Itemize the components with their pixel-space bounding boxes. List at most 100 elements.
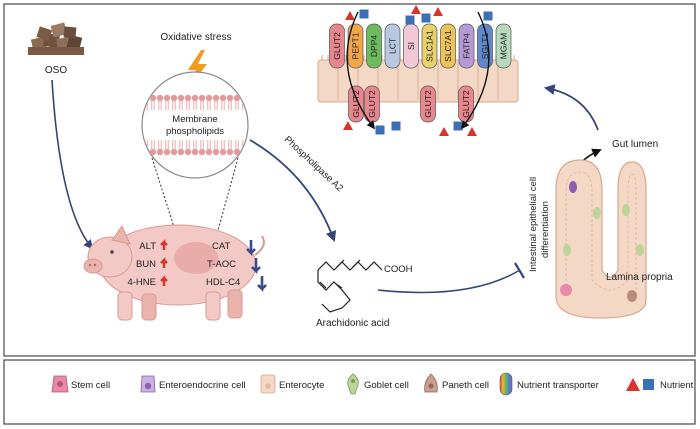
lipid-head bbox=[226, 148, 234, 156]
transporter-label: GLUT2 bbox=[332, 32, 342, 60]
oxidative-stress-label: Oxidative stress bbox=[160, 32, 231, 43]
lipid-head bbox=[240, 94, 248, 102]
paneth-cell-icon bbox=[424, 373, 438, 393]
pig-illustration bbox=[83, 224, 265, 321]
biomarker-up-1: BUN bbox=[136, 259, 156, 270]
nutrient-transporter-icon bbox=[499, 372, 513, 396]
nutrient-square bbox=[405, 15, 415, 25]
transporter-dpp4-2: DPP4 bbox=[366, 23, 382, 69]
lipid-head bbox=[163, 148, 171, 156]
phospholipase-label: Phospholipase A2 bbox=[282, 134, 345, 194]
lipid-head bbox=[177, 94, 185, 102]
legend-panel-frame bbox=[3, 359, 696, 425]
basolateral-transporter-2: GLUT2 bbox=[420, 85, 436, 123]
transporter-label: LCT bbox=[388, 38, 398, 54]
iec-label-line2: differentiation bbox=[540, 201, 551, 258]
lipid-head bbox=[233, 94, 241, 102]
transporter-label: PEPT1 bbox=[351, 32, 361, 59]
lipid-head bbox=[156, 148, 164, 156]
arachidonic-acid-structure bbox=[317, 259, 383, 313]
uptake-arrow-right bbox=[460, 11, 490, 130]
lipid-head bbox=[142, 148, 150, 156]
lipid-head bbox=[149, 94, 157, 102]
lipid-head bbox=[184, 148, 192, 156]
transporter-label: FATP4 bbox=[462, 33, 472, 59]
nutrient-square bbox=[483, 11, 493, 21]
lipid-head bbox=[191, 94, 199, 102]
lipid-head bbox=[205, 148, 213, 156]
transporter-mgam-9: MGAM bbox=[495, 23, 512, 69]
nutrient-square bbox=[375, 125, 385, 135]
villus-illustration bbox=[555, 159, 647, 319]
legend-paneth-cell: Paneth cell bbox=[442, 380, 489, 391]
lipid-head bbox=[170, 148, 178, 156]
nutrient-triangle bbox=[467, 127, 477, 136]
legend-enterocyte: Enterocyte bbox=[279, 380, 324, 391]
transporter-glut2-0: GLUT2 bbox=[329, 23, 345, 69]
up-arrow-icon bbox=[160, 239, 168, 286]
transporter-label: SLC7A1 bbox=[443, 30, 453, 62]
transporter-label: GLUT2 bbox=[351, 90, 361, 118]
basolateral-transporter-0: GLUT2 bbox=[348, 85, 364, 123]
inhibition-bar bbox=[514, 262, 525, 279]
transporter-si-4: SI bbox=[403, 23, 419, 69]
lipid-head bbox=[170, 94, 178, 102]
lipid-head bbox=[198, 148, 206, 156]
oso-icon bbox=[28, 22, 84, 55]
villus-to-epithelium-arrow bbox=[543, 84, 599, 131]
main-panel-frame bbox=[3, 3, 696, 357]
lipid-head bbox=[177, 148, 185, 156]
transporter-slc1a1-5: SLC1A1 bbox=[421, 23, 438, 69]
transporter-label: GLUT2 bbox=[423, 90, 433, 118]
oso-label: OSO bbox=[45, 65, 67, 76]
oso-to-pig-arrow bbox=[51, 79, 94, 250]
lipid-head bbox=[226, 94, 234, 102]
iec-label-line1: Intestinal epithelial cell bbox=[528, 177, 539, 272]
nutrient-square bbox=[453, 121, 463, 131]
enteroendocrine-cell-icon bbox=[140, 375, 156, 393]
nutrient-icon bbox=[626, 378, 654, 391]
gut-lumen-label: Gut lumen bbox=[612, 139, 658, 150]
biomarker-up-0: ALT bbox=[139, 241, 156, 252]
transporter-fatp4-7: FATP4 bbox=[458, 23, 475, 69]
basolateral-transporter-3: GLUT2 bbox=[458, 85, 474, 123]
transporter-lct-3: LCT bbox=[384, 23, 401, 69]
nutrient-triangle bbox=[345, 11, 355, 20]
stem-cell-icon bbox=[51, 375, 69, 393]
lipid-head bbox=[149, 148, 157, 156]
lipid-head bbox=[240, 148, 248, 156]
transporter-label: GLUT2 bbox=[367, 90, 377, 118]
lipid-head bbox=[212, 94, 220, 102]
lamina-propria-label: Lamina propria bbox=[606, 272, 673, 283]
lipid-head bbox=[184, 94, 192, 102]
lipid-head bbox=[163, 94, 171, 102]
legend-stem-cell: Stem cell bbox=[71, 380, 110, 391]
transporter-label: GLUT2 bbox=[461, 90, 471, 118]
legend-enteroendocrine-cell: Enteroendocrine cell bbox=[159, 380, 246, 391]
nutrient-square bbox=[391, 121, 401, 131]
nutrient-triangle bbox=[433, 7, 443, 16]
down-arrow-icon bbox=[246, 240, 267, 293]
lipid-head bbox=[212, 148, 220, 156]
enterocyte-icon bbox=[260, 374, 276, 394]
lipid-head bbox=[233, 148, 241, 156]
zoom-line-left bbox=[151, 157, 183, 253]
phospholipids-label: phospholipids bbox=[166, 126, 224, 137]
nutrient-triangle bbox=[439, 127, 449, 136]
uptake-arrow-left bbox=[346, 11, 376, 130]
transporter-label: SI bbox=[406, 42, 416, 50]
cooh-label: COOH bbox=[384, 264, 413, 275]
arachidonic-acid-label: Arachidonic acid bbox=[316, 318, 389, 329]
transporter-label: DPP4 bbox=[369, 35, 379, 57]
biomarker-down-0: CAT bbox=[212, 241, 230, 252]
biomarker-down-2: HDL-C4 bbox=[206, 277, 240, 288]
biomarker-up-2: 4-HNE bbox=[127, 277, 156, 288]
nutrient-triangle bbox=[343, 121, 353, 130]
lipid-head bbox=[219, 148, 227, 156]
transporter-label: MGAM bbox=[499, 33, 509, 59]
nutrient-square bbox=[421, 13, 431, 23]
transporter-label: SGLT1 bbox=[480, 33, 490, 60]
lipid-head bbox=[142, 94, 150, 102]
transporter-label: SLC1A1 bbox=[425, 30, 435, 62]
